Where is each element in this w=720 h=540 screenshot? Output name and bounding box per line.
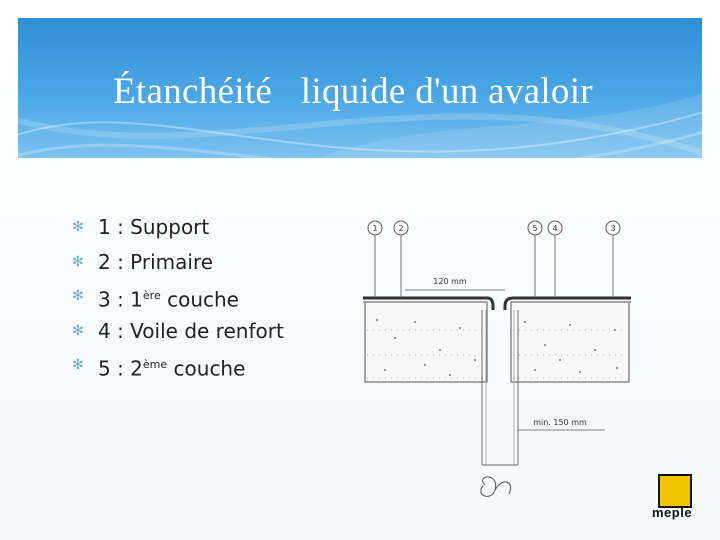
logo-mark — [658, 474, 692, 508]
item-text: 3 : 1 — [98, 287, 143, 312]
asterisk-icon: ✻ — [72, 288, 84, 304]
asterisk-icon: ✻ — [72, 219, 84, 235]
list-item: ✻ 1 : Support — [72, 210, 284, 245]
item-text: 2 : Primaire — [98, 249, 214, 274]
asterisk-icon: ✻ — [72, 357, 84, 373]
item-superscript: ème — [142, 358, 168, 371]
asterisk-icon: ✻ — [72, 322, 84, 339]
legend-list: ✻ 1 : Support ✻ 2 : Primaire ✻ 3 : 1ère … — [72, 210, 284, 383]
item-text: 4 : Voile de renfort — [98, 318, 284, 343]
item-text-suffix: couche — [167, 356, 246, 381]
item-superscript: ère — [142, 289, 161, 302]
title-banner: Étanchéité liquide d'un avaloir — [18, 18, 702, 158]
aggregate-texture — [376, 319, 618, 376]
concrete-slab-left — [364, 301, 488, 383]
item-text: 1 : Support — [98, 215, 210, 239]
callout-label: 3 — [610, 224, 615, 233]
callout-label: 5 — [532, 224, 537, 233]
callout-label: 1 — [372, 224, 377, 233]
wave-decoration — [18, 93, 702, 158]
drain-section-drawing: 1 2 5 4 3 120 mm min. 150 mm — [363, 220, 631, 497]
company-logo: meple — [650, 474, 700, 520]
membrane-right — [503, 296, 631, 310]
logo-text: meple — [652, 505, 693, 520]
list-item: ✻ 2 : Primaire — [72, 245, 284, 280]
membrane-left — [363, 296, 495, 310]
break-symbol — [480, 476, 497, 497]
list-item: ✻ 4 : Voile de renfort — [72, 314, 284, 349]
item-text: 5 : 2 — [98, 356, 143, 381]
dimension-label: 120 mm — [433, 277, 467, 286]
dimension-label: min. 150 mm — [533, 418, 587, 427]
list-item: ✻ 3 : 1ère couche — [72, 279, 284, 314]
item-text-suffix: couche — [160, 287, 239, 312]
asterisk-icon: ✻ — [72, 253, 84, 270]
slide-title: Étanchéité liquide d'un avaloir — [113, 71, 593, 112]
slab-hatch — [367, 329, 627, 379]
concrete-slab-right — [510, 301, 630, 383]
callout-label: 4 — [552, 224, 557, 233]
callout-label: 2 — [398, 224, 403, 233]
list-item: ✻ 5 : 2ème couche — [72, 348, 284, 383]
